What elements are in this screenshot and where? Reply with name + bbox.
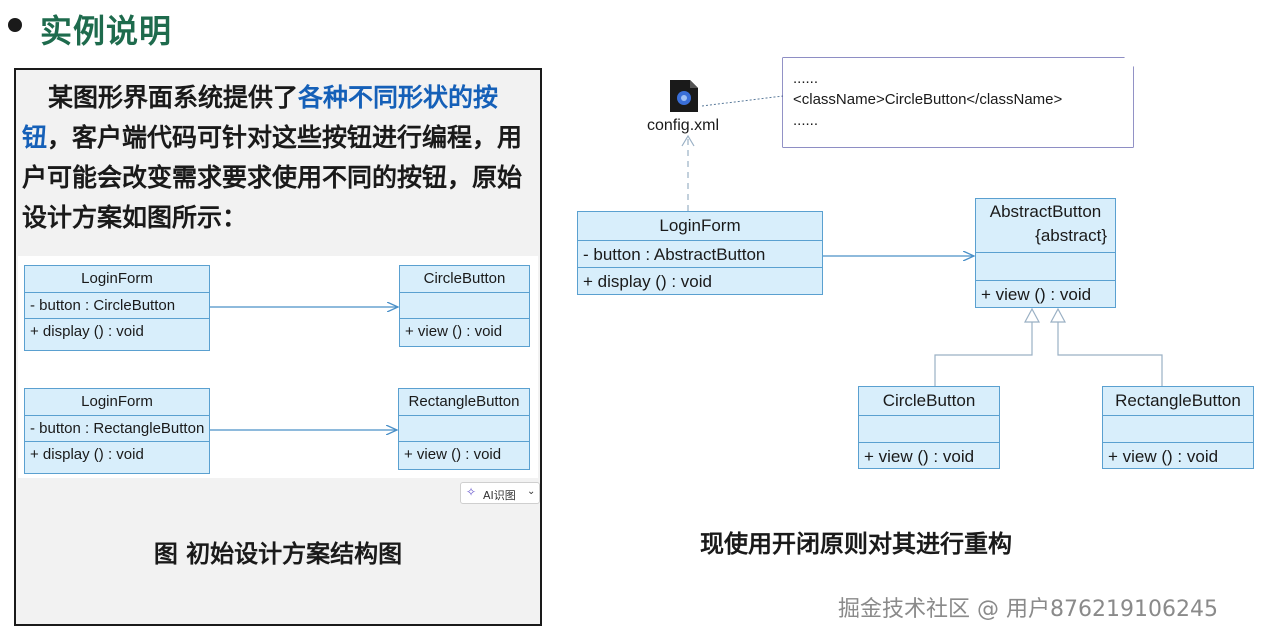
class-name: LoginForm [81, 270, 153, 287]
refactor-abstractbutton: AbstractButton {abstract} + view () : vo… [975, 198, 1116, 308]
refactor-rectanglebutton: RectangleButton + view () : void [1102, 386, 1254, 469]
note-link [701, 95, 784, 107]
class-attribute: - button : AbstractButton [578, 240, 822, 267]
class-name: LoginForm [81, 393, 153, 410]
class-operation: + display () : void [25, 441, 209, 473]
class-attribute [1103, 415, 1253, 442]
generalization-rect-head [1049, 307, 1067, 323]
class-name: CircleButton [423, 270, 506, 287]
description-part1: 某图形界面系统提供了 [48, 83, 299, 112]
refactor-loginform: LoginForm - button : AbstractButton + di… [577, 211, 823, 295]
initial-caption: 图 初始设计方案结构图 [153, 540, 403, 568]
class-name: RectangleButton [408, 393, 520, 410]
title-bullet [8, 18, 22, 32]
description-part2: ，客户端代码可针对这些按钮进行编程，用户可能会改变需求要求使用不同的按钮，原始设… [22, 123, 523, 232]
initial-rectanglebutton: RectangleButton + view () : void [398, 388, 530, 470]
initial-circlebutton: CircleButton + view () : void [399, 265, 530, 347]
class-operation: + display () : void [25, 318, 209, 350]
class-operation: + view () : void [1103, 442, 1253, 469]
class-name: CircleButton [882, 391, 976, 410]
ai-image-recognition-button[interactable]: ✧ AI识图 ⌄ [460, 482, 540, 504]
class-stereotype: {abstract} [1035, 226, 1107, 245]
dependency-config-head [681, 134, 695, 147]
class-operation: + view () : void [859, 442, 999, 469]
description-highlight2: 按钮 [22, 83, 499, 152]
class-attribute [976, 252, 1115, 280]
class-operation: + view () : void [976, 280, 1115, 307]
chevron-down-icon: ⌄ [527, 486, 536, 497]
class-attribute [859, 415, 999, 442]
refactor-caption: 现使用开闭原则对其进行重构 [700, 530, 1012, 558]
class-attribute [399, 415, 529, 441]
description-text: 某图形界面系统提供了各种不同形状的按钮，客户端代码可针对这些按钮进行编程，用户可… [22, 78, 538, 238]
class-name: LoginForm [659, 216, 741, 235]
generalization-circle-head [1023, 307, 1041, 323]
config-file-label: config.xml [647, 117, 720, 134]
initial-loginform-top: LoginForm - button : CircleButton + disp… [24, 265, 210, 351]
note-line-3: ...... [793, 112, 819, 129]
config-note: ...... <className>CircleButton</classNam… [783, 58, 1133, 147]
class-attribute [400, 292, 529, 318]
class-operation: + display () : void [578, 267, 822, 296]
sparkle-icon: ✧ [466, 485, 477, 499]
note-line-1: ...... [793, 70, 819, 87]
refactor-circlebutton: CircleButton + view () : void [858, 386, 1000, 469]
slide-title: 实例说明 [40, 12, 173, 50]
generalization-circle [934, 322, 1033, 386]
note-line-2: <className>CircleButton</className> [793, 91, 1063, 108]
ai-widget-label: AI识图 [483, 489, 516, 502]
class-name: RectangleButton [1115, 391, 1241, 410]
class-attribute: - button : RectangleButton [25, 415, 209, 441]
initial-loginform-bottom: LoginForm - button : RectangleButton + d… [24, 388, 210, 474]
class-operation: + view () : void [399, 441, 529, 469]
class-operation: + view () : void [400, 318, 529, 346]
description-highlight1: 各种不同形状的 [298, 83, 474, 112]
generalization-rect [1057, 322, 1163, 386]
class-name: AbstractButton [989, 202, 1102, 221]
xml-file-icon [670, 80, 698, 112]
watermark: 掘金技术社区 @ 用户876219106245 [838, 597, 1218, 622]
class-attribute: - button : CircleButton [25, 292, 209, 318]
